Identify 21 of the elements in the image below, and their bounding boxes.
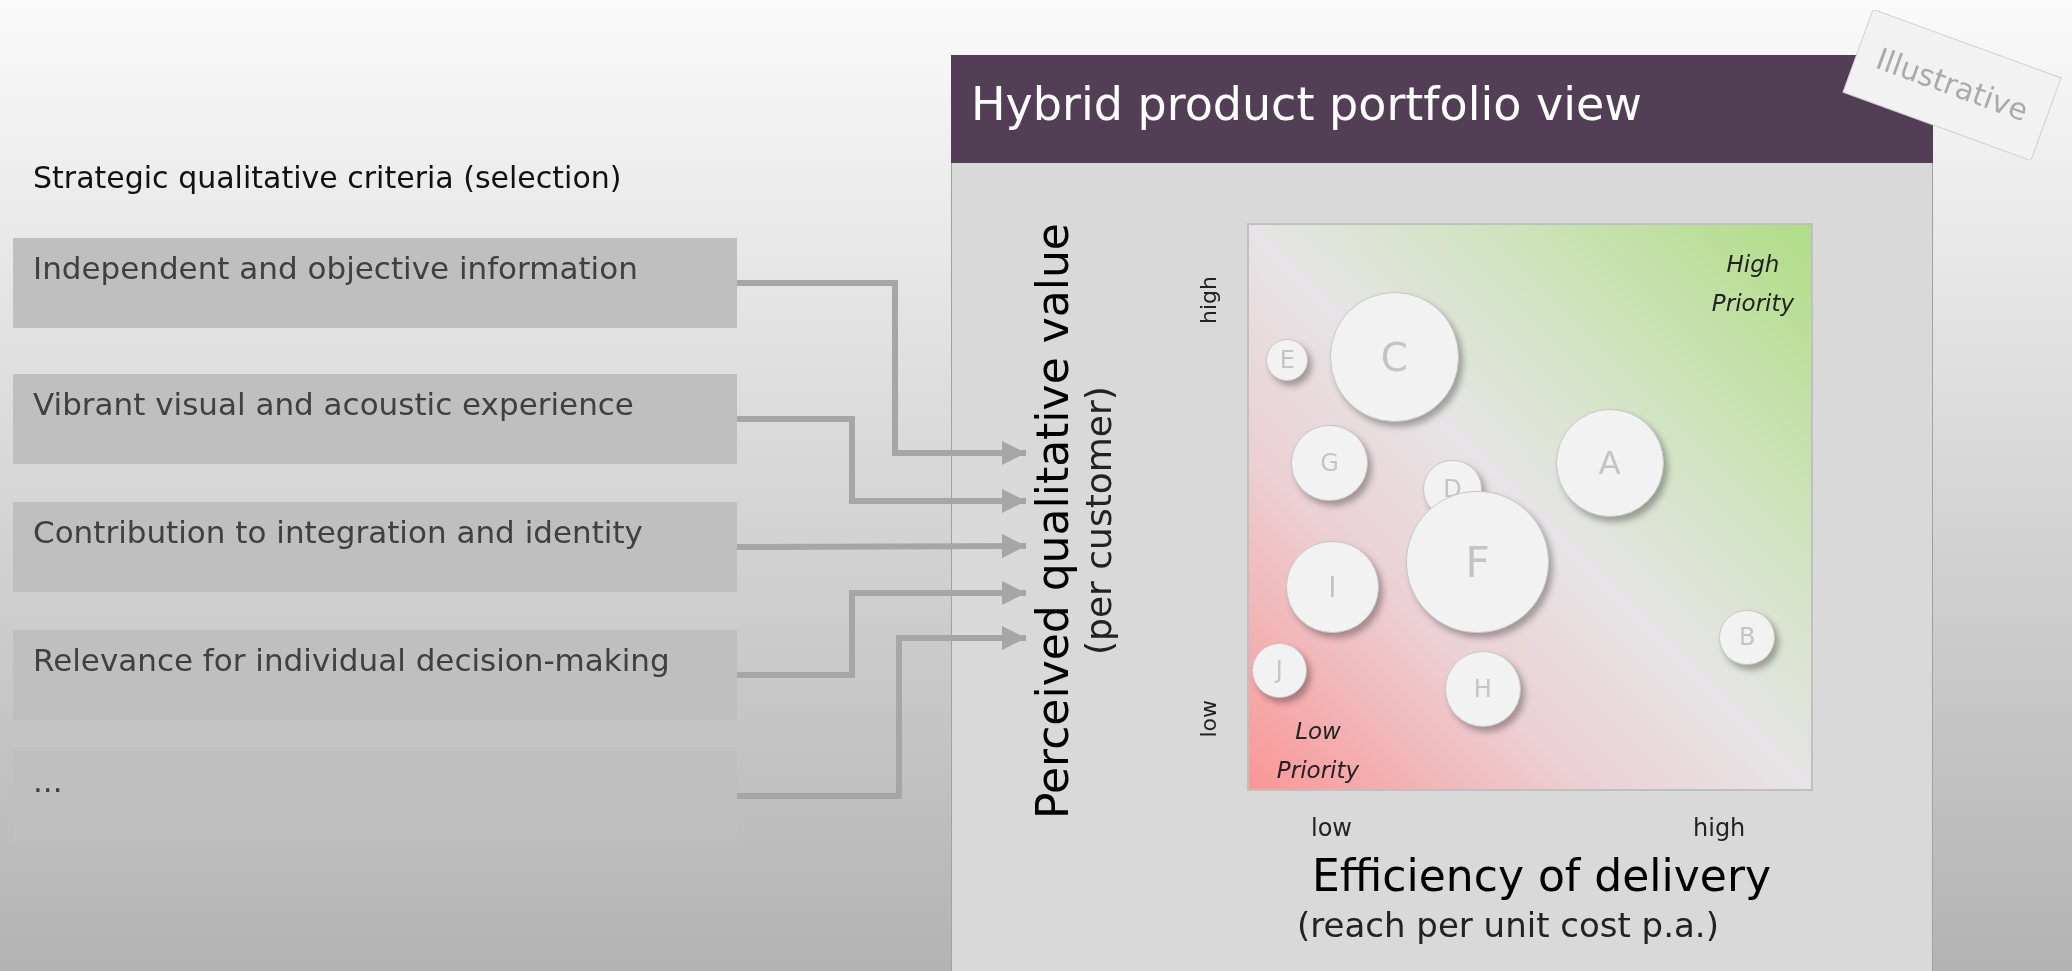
criterion-box: Independent and objective information — [13, 238, 737, 328]
axis-title: Perceived qualitative value — [1027, 223, 1078, 819]
arrow — [737, 280, 1026, 465]
axis-title: Efficiency of delivery — [1312, 850, 1771, 901]
axis-tick: low — [1311, 814, 1352, 842]
arrow — [737, 581, 1026, 678]
axis-subtitle: (per customer) — [1078, 386, 1119, 656]
quadrant-label: Low Priority — [1275, 717, 1361, 786]
heading: Strategic qualitative criteria (selection) — [33, 160, 622, 195]
arrow — [737, 534, 1026, 559]
criterion-box: Contribution to integration and identity — [13, 502, 737, 592]
arrow — [737, 416, 1026, 513]
arrow — [737, 626, 1026, 799]
criterion-box: Vibrant visual and acoustic experience — [13, 374, 737, 464]
axis-tick: high — [1196, 276, 1221, 324]
criterion-box: Relevance for individual decision-making — [13, 630, 737, 720]
plot-area — [1247, 223, 1813, 791]
axis-subtitle: (reach per unit cost p.a.) — [1297, 905, 1719, 945]
axis-tick: low — [1196, 700, 1221, 738]
quadrant-label: High Priority — [1710, 250, 1796, 319]
axis-tick: high — [1693, 814, 1746, 842]
